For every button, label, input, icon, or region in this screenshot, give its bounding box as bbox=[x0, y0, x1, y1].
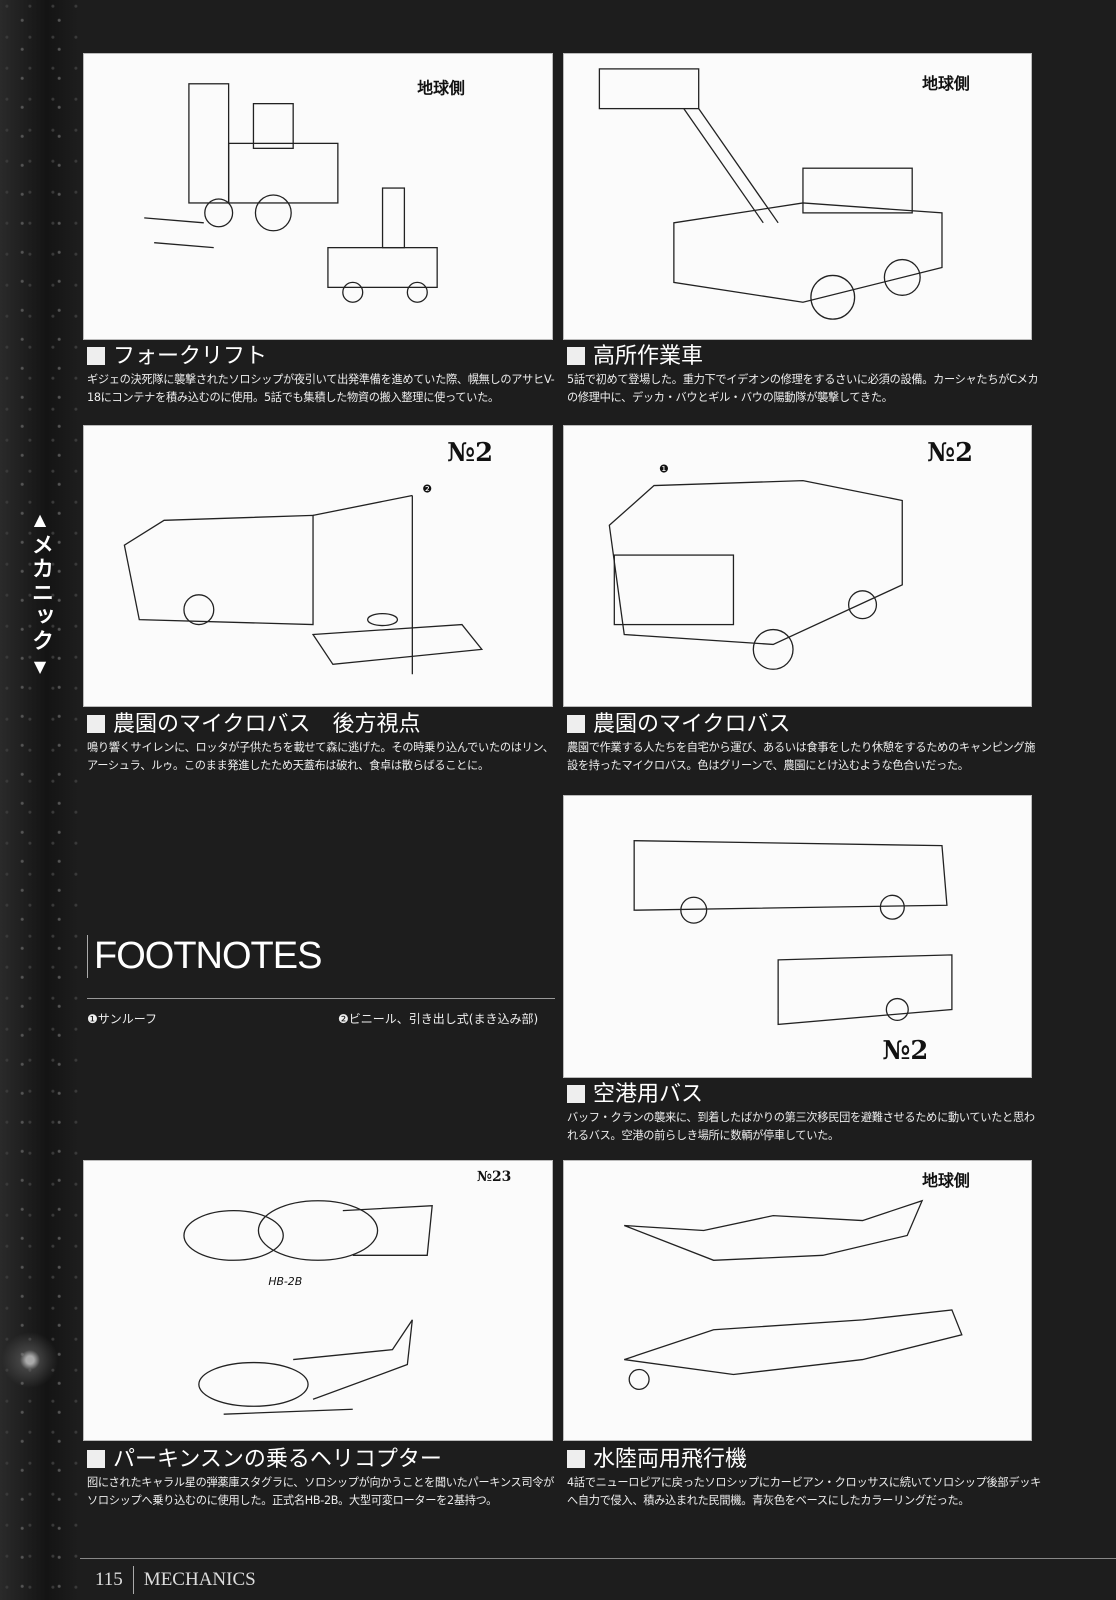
item-title: 水陸両用飛行機 bbox=[593, 1447, 748, 1472]
triangle-down-icon: ▼ bbox=[33, 657, 47, 676]
page-number: 115 bbox=[95, 1569, 123, 1590]
item-description: 農園で作業する人たちを自宅から運び、あるいは食事をしたり休憩をするためのキャンピ… bbox=[567, 741, 1036, 772]
svg-text:№2: №2 bbox=[927, 438, 973, 468]
caption-farm-microbus-rear: 農園のマイクロバス 後方視点 鳴り響くサイレンに、ロッタが子供たちを載せて森に逃… bbox=[87, 711, 562, 775]
footnotes-divider bbox=[87, 998, 555, 999]
caption-farm-microbus: 農園のマイクロバス 農園で作業する人たちを自宅から運び、あるいは食事をしたり休憩… bbox=[567, 711, 1042, 775]
item-description: ギジェの決死隊に襲撃されたソロシップが夜引いて出発準備を進めていた際、幌無しのア… bbox=[87, 373, 555, 404]
section-side-tab: ▲ メカニック ▼ bbox=[26, 510, 54, 700]
footer-divider bbox=[80, 1558, 1116, 1559]
svg-text:地球側: 地球側 bbox=[922, 74, 970, 93]
svg-text:❶: ❶ bbox=[659, 463, 669, 476]
farm-microbus-drawing: №2 ❶ bbox=[563, 425, 1032, 707]
svg-text:№2: №2 bbox=[882, 1036, 928, 1066]
item-title: フォークリフト bbox=[113, 344, 268, 369]
item-description: 囮にされたキャラル星の弾薬庫スタグラに、ソロシップが向かうことを聞いたパーキンス… bbox=[87, 1476, 555, 1507]
svg-text:№23: №23 bbox=[477, 1169, 511, 1185]
caption-aerial-work-truck: 高所作業車 5話で初めて登場した。重力下でイデオンの修理をするさいに必須の設備。… bbox=[567, 343, 1042, 407]
item-title: パーキンスンの乗るヘリコプター bbox=[113, 1447, 442, 1472]
svg-text:❷: ❷ bbox=[422, 483, 432, 496]
svg-text:地球側: 地球側 bbox=[922, 1171, 970, 1190]
aerial-work-truck-drawing: 地球側 bbox=[563, 53, 1032, 340]
triangle-up-icon: ▲ bbox=[33, 510, 47, 529]
footnote-2: ❷ビニール、引き出し式(まき込み部) bbox=[338, 1012, 539, 1026]
caption-amphibious-plane: 水陸両用飛行機 4話でニューロピアに戻ったソロシップにカービアン・クロッサスに続… bbox=[567, 1446, 1042, 1510]
item-title: 高所作業車 bbox=[593, 344, 704, 369]
footnote-1: ❶サンルーフ bbox=[87, 1012, 158, 1026]
caption-forklift: フォークリフト ギジェの決死隊に襲撃されたソロシップが夜引いて出発準備を進めてい… bbox=[87, 343, 562, 407]
item-title: 農園のマイクロバス 後方視点 bbox=[113, 712, 421, 737]
amphibious-plane-drawing: 地球側 bbox=[563, 1160, 1032, 1441]
caption-airport-bus: 空港用バス バッフ・クランの襲来に、到着したばかりの第三次移民団を避難させるため… bbox=[567, 1081, 1042, 1145]
airport-bus-drawing: №2 bbox=[563, 795, 1032, 1078]
caption-parkinson-helicopter: パーキンスンの乗るヘリコプター 囮にされたキャラル星の弾薬庫スタグラに、ソロシッ… bbox=[87, 1446, 562, 1510]
item-title: 空港用バス bbox=[593, 1082, 704, 1107]
item-description: 鳴り響くサイレンに、ロッタが子供たちを載せて森に逃げた。その時乗り込んでいたのは… bbox=[87, 741, 554, 772]
parkinson-helicopter-drawing: №23 HB-2B bbox=[83, 1160, 553, 1441]
forklift-drawing: 地球側 bbox=[83, 53, 553, 340]
section-name: MECHANICS bbox=[143, 1569, 256, 1590]
footer-separator bbox=[132, 1566, 134, 1594]
side-tab-label: メカニック bbox=[28, 533, 53, 653]
item-description: 5話で初めて登場した。重力下でイデオンの修理をするさいに必須の設備。カーシャたち… bbox=[567, 373, 1039, 404]
item-description: バッフ・クランの襲来に、到着したばかりの第三次移民団を避難させるために動いていた… bbox=[567, 1111, 1035, 1142]
item-description: 4話でニューロピアに戻ったソロシップにカービアン・クロッサスに続いてソロシップ後… bbox=[567, 1476, 1041, 1507]
svg-text:№2: №2 bbox=[447, 438, 493, 468]
starfield-strip bbox=[0, 0, 78, 1600]
footnotes-heading: FOOTNOTES bbox=[87, 935, 322, 978]
item-title: 農園のマイクロバス bbox=[593, 712, 791, 737]
farm-microbus-rear-drawing: №2 ❷ bbox=[83, 425, 553, 707]
svg-text:HB-2B: HB-2B bbox=[268, 1275, 302, 1288]
sheet-label: 地球側 bbox=[417, 79, 465, 98]
page-footer: 115 MECHANICS bbox=[95, 1566, 256, 1594]
